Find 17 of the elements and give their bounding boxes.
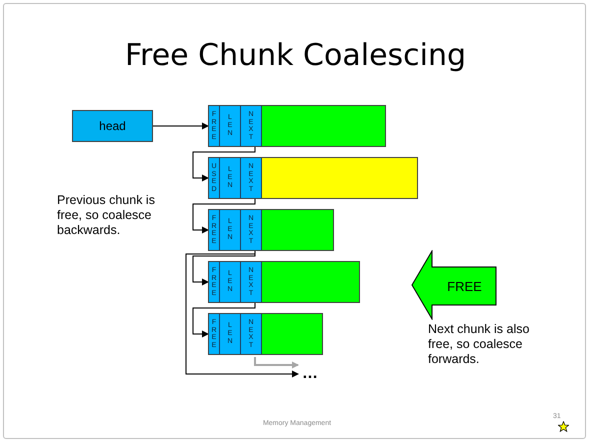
arrow: [254, 357, 299, 368]
arrow: [186, 250, 299, 378]
arrow: [192, 198, 256, 234]
memory-chunk: [208, 209, 334, 251]
memory-chunk: [208, 261, 360, 303]
memory-chunk: [208, 105, 386, 147]
arrow: [192, 146, 256, 182]
ellipsis: …: [302, 358, 326, 382]
arrow: [192, 302, 256, 338]
memory-chunk: [208, 157, 418, 199]
memory-chunk: [208, 313, 323, 355]
head-pointer-box: head: [72, 110, 153, 142]
note-text: Previous chunk is free, so coalesce backwards.: [57, 193, 156, 238]
note-text: Next chunk is also free, so coalesce forwards.: [428, 322, 530, 367]
slide-title: Free Chunk Coalescing: [124, 38, 468, 73]
arrow-label: FREE: [446, 278, 483, 296]
arrow: [152, 122, 209, 130]
